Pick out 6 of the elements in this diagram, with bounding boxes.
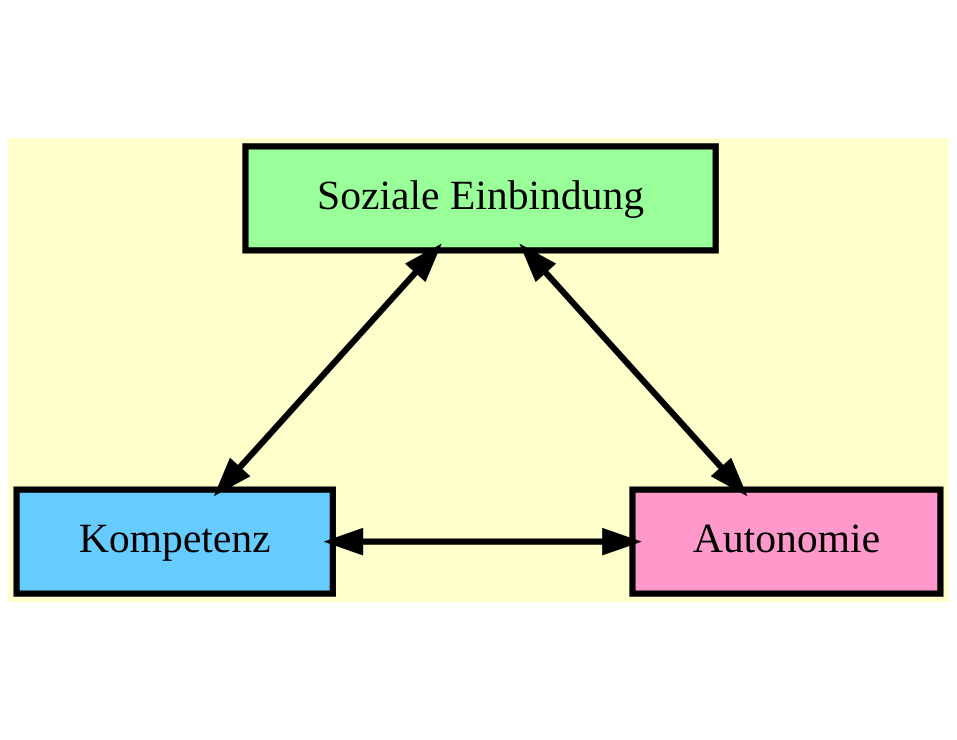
- arrow: [324, 528, 642, 556]
- node-box: Soziale Einbindung: [242, 143, 719, 254]
- arrow: [214, 243, 442, 496]
- arrow: [519, 243, 748, 496]
- node-box: Autonomie: [629, 486, 944, 597]
- node-box: Kompetenz: [13, 486, 336, 597]
